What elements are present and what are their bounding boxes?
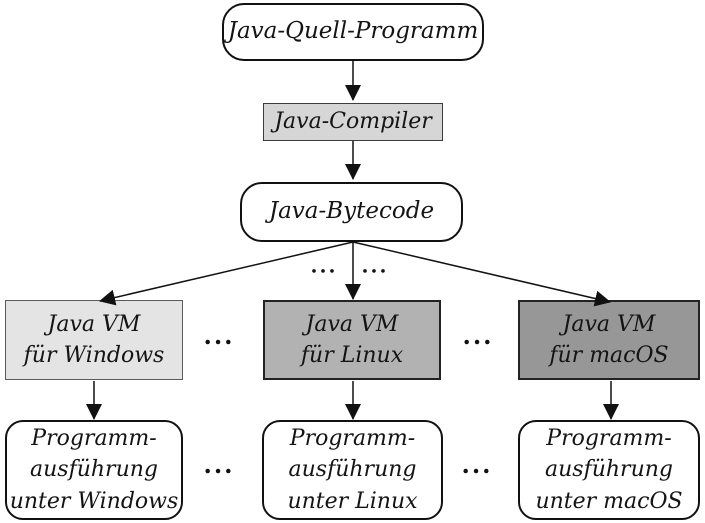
node-java-vm-linux: Java VM für Linux [263,300,441,380]
node-java-vm-macos-line2: für macOS [549,343,669,368]
node-java-vm-macos: Java VM für macOS [518,300,700,380]
node-program-execution-macos-line1: Programm- [546,426,672,452]
node-program-execution-macos: Programm- ausführung unter macOS [518,420,700,520]
node-program-execution-linux-line2: ausführung [288,457,417,483]
node-program-execution-linux-line1: Programm- [289,426,416,452]
node-java-vm-linux-line1: Java VM [305,311,399,337]
node-program-execution-linux-line3: unter Linux [287,488,418,514]
node-java-vm-linux-line2: für Linux [300,343,404,368]
node-java-vm-windows-line1: Java VM [47,311,141,337]
node-program-execution-windows-line2: ausführung [30,457,158,483]
node-program-execution-windows-line3: unter Windows [9,488,179,514]
node-java-vm-windows: Java VM für Windows [5,300,183,380]
node-java-compiler-label: Java-Compiler [274,109,432,135]
ellipsis-fanout-left: ... [310,253,338,278]
node-java-vm-windows-line2: für Windows [23,343,165,368]
ellipsis-vm-linux-macos: ... [462,321,494,351]
node-program-execution-macos-line3: unter macOS [535,488,683,514]
node-program-execution-macos-line2: ausführung [545,457,673,483]
ellipsis-run-linux-macos: ... [461,450,493,480]
node-java-compiler: Java-Compiler [263,103,443,141]
node-program-execution-windows-line1: Programm- [31,426,157,452]
ellipsis-fanout-right: ... [361,253,389,278]
arrow-bytecode-to-vm-macos [352,241,611,307]
node-java-bytecode-label: Java-Bytecode [268,198,435,225]
node-program-execution-linux: Programm- ausführung unter Linux [262,420,443,520]
node-java-bytecode: Java-Bytecode [240,182,463,242]
node-java-source-program-label: Java-Quell-Programm [227,18,479,45]
ellipsis-run-windows-linux: ... [203,450,235,480]
node-java-vm-macos-line1: Java VM [562,311,656,337]
ellipsis-vm-windows-linux: ... [203,321,235,351]
node-java-source-program: Java-Quell-Programm [222,3,484,61]
node-program-execution-windows: Programm- ausführung unter Windows [5,420,183,520]
